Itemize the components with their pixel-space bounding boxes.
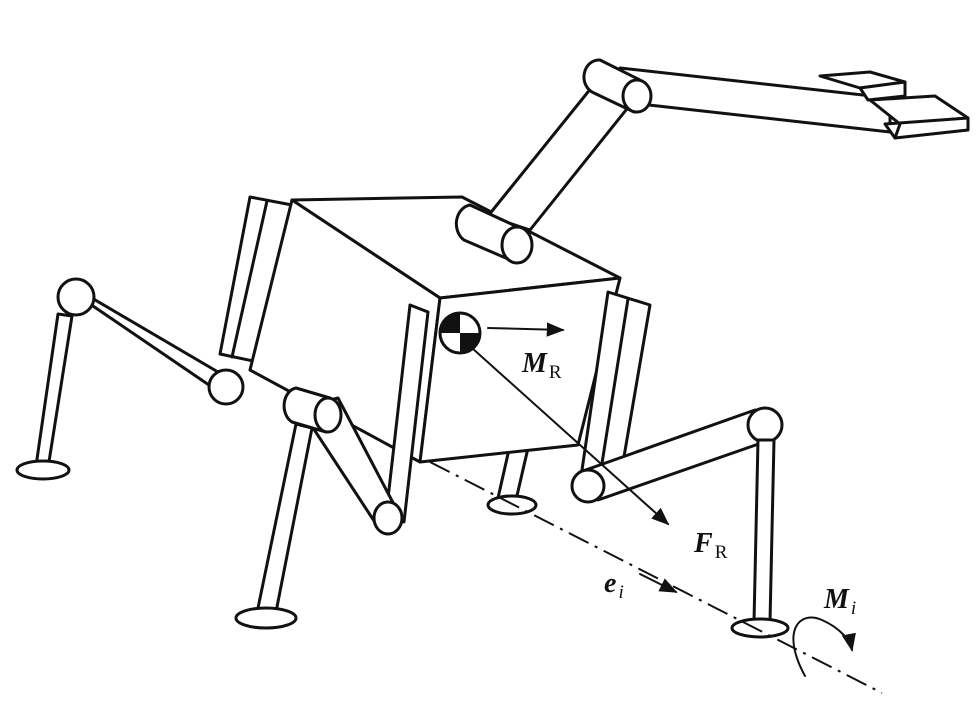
front-left-foot bbox=[234, 606, 298, 630]
front-right-foot bbox=[730, 617, 790, 639]
front-right-leg bbox=[570, 290, 790, 639]
rear-left-hip-joint bbox=[56, 277, 96, 317]
axis-moment-arrow bbox=[792, 616, 856, 677]
arm-elbow-joint-end bbox=[621, 78, 653, 114]
rear-left-foot bbox=[15, 459, 71, 481]
front-left-knee-joint bbox=[313, 396, 343, 434]
front-right-knee-joint bbox=[746, 406, 784, 444]
front-left-lower-joint bbox=[372, 500, 404, 536]
front-left-leg bbox=[234, 303, 430, 630]
center-of-mass-marker bbox=[438, 311, 482, 355]
robot-body bbox=[248, 195, 622, 464]
rear-left-leg bbox=[15, 195, 294, 481]
robot-arm bbox=[454, 58, 970, 265]
force-resultant-arrow bbox=[471, 347, 670, 526]
arm-base-joint-end bbox=[500, 225, 534, 265]
rear-left-knee-joint bbox=[207, 368, 245, 406]
front-right-lower-joint bbox=[570, 468, 606, 504]
rotation-axis-line bbox=[429, 461, 883, 694]
gripper bbox=[818, 70, 970, 140]
moment-resultant-arrow bbox=[487, 322, 565, 337]
axis-unit-vector-arrow bbox=[639, 573, 678, 593]
